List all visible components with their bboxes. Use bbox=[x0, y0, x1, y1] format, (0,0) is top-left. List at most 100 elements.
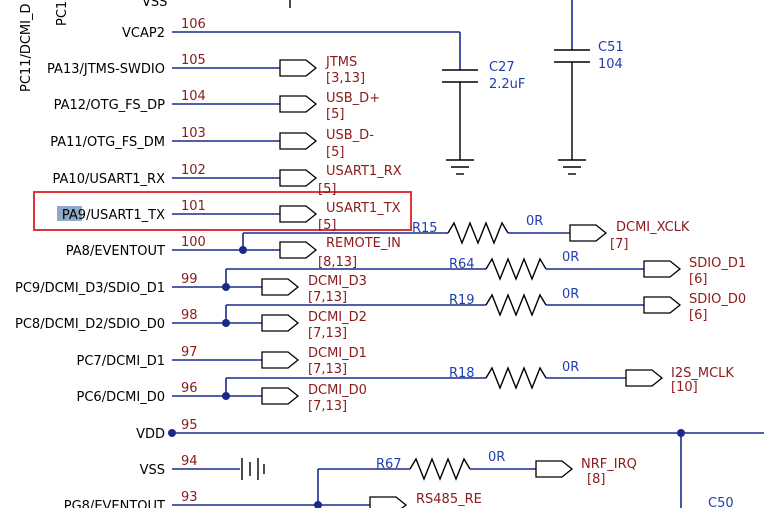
flag-dcmi-d1[interactable]: DCMI_D1 [7,13] bbox=[261, 346, 367, 377]
flag-ref: [7] bbox=[610, 237, 628, 252]
capacitor-value: 104 bbox=[598, 57, 623, 72]
resistor-value: 0R bbox=[562, 250, 579, 265]
resistor-r67[interactable]: R67 0R bbox=[376, 450, 536, 481]
flag-nrf-irq[interactable]: NRF_IRQ [8] bbox=[535, 457, 637, 487]
resistor-ref: R64 bbox=[449, 257, 475, 272]
pin-number: 105 bbox=[181, 53, 206, 68]
resistor-ref: R67 bbox=[376, 457, 402, 472]
flag-ref: [6] bbox=[689, 308, 707, 323]
flag-name: SDIO_D1 bbox=[689, 256, 746, 271]
resistor-r15[interactable]: R15 0R bbox=[412, 214, 570, 245]
pin-row-pg8[interactable]: PG8/EVENTOUT 93 bbox=[64, 490, 370, 508]
flag-name: DCMI_D2 bbox=[308, 310, 367, 325]
resistor-value: 0R bbox=[562, 360, 579, 375]
flag-name: USB_D- bbox=[326, 128, 374, 143]
flag-remote-in[interactable]: REMOTE_IN [8,13] bbox=[279, 236, 401, 270]
capacitor-c50[interactable]: C50 bbox=[680, 433, 734, 508]
capacitor-c51[interactable]: C51 104 bbox=[554, 0, 624, 175]
resistor-r19[interactable]: R19 0R bbox=[449, 287, 644, 317]
pin-label: PA10/USART1_RX bbox=[53, 172, 166, 187]
pin-number: 103 bbox=[181, 126, 206, 141]
pin-row-pa12[interactable]: PA12/OTG_FS_DP 104 bbox=[54, 89, 280, 113]
pin-label: PA9/USART1_TX bbox=[62, 208, 165, 223]
vss-ground-symbol bbox=[241, 458, 265, 480]
pin-label: PA12/OTG_FS_DP bbox=[54, 98, 166, 113]
flag-name: JTMS bbox=[325, 55, 357, 70]
capacitor-ref: C27 bbox=[489, 60, 515, 75]
pin-number: 94 bbox=[181, 454, 198, 469]
pin-row-vcap2[interactable]: VCAP2 106 bbox=[122, 17, 206, 41]
resistor-r64[interactable]: R64 0R bbox=[449, 250, 644, 281]
flag-ref: [3,13] bbox=[326, 71, 365, 86]
flag-dcmi-d0[interactable]: DCMI_D0 [7,13] bbox=[261, 383, 367, 414]
resistor-r18[interactable]: R18 0R bbox=[449, 360, 626, 390]
resistor-value: 0R bbox=[488, 450, 505, 465]
pin-number: 102 bbox=[181, 163, 206, 178]
junction-dots bbox=[168, 246, 685, 508]
flag-usart1-tx[interactable]: USART1_TX [5] bbox=[279, 201, 401, 233]
pin-number: 97 bbox=[181, 345, 198, 360]
pin-row-pc7[interactable]: PC7/DCMI_D1 97 bbox=[77, 345, 263, 369]
pin-row-pc6[interactable]: PC6/DCMI_D0 96 bbox=[77, 381, 263, 405]
flag-dcmi-xclk[interactable]: DCMI_XCLK [7] bbox=[569, 220, 690, 252]
pin-label-highlight: PA9 bbox=[62, 208, 86, 223]
pin-number: 100 bbox=[181, 235, 206, 250]
pin-row-pc9[interactable]: PC9/DCMI_D3/SDIO_D1 99 bbox=[15, 272, 262, 296]
pin-number: 96 bbox=[181, 381, 198, 396]
capacitor-c27[interactable]: C27 2.2uF bbox=[442, 32, 525, 175]
flag-name: DCMI_D0 bbox=[308, 383, 367, 398]
rotated-pin-label: PC11/DCMI_D bbox=[19, 4, 34, 93]
pin-label: PA13/JTMS-SWDIO bbox=[47, 62, 165, 77]
flag-i2s-mclk[interactable]: I2S_MCLK [10] bbox=[625, 366, 734, 395]
pin-number: 98 bbox=[181, 308, 198, 323]
flag-usart1-rx[interactable]: USART1_RX [5] bbox=[279, 164, 402, 197]
flag-name: RS485_RE bbox=[416, 492, 482, 507]
pin-row-pa10[interactable]: PA10/USART1_RX 102 bbox=[53, 163, 280, 187]
flag-name: DCMI_D3 bbox=[308, 274, 367, 289]
pin-label: PA11/OTG_FS_DM bbox=[50, 135, 165, 150]
flag-ref: [8,13] bbox=[318, 255, 357, 270]
pin-label: VDD bbox=[136, 427, 165, 442]
pin-row-vdd[interactable]: VDD 95 bbox=[136, 418, 764, 442]
flag-name: DCMI_XCLK bbox=[616, 220, 690, 235]
pin-number: 106 bbox=[181, 17, 206, 32]
pin-label: PG8/EVENTOUT bbox=[64, 499, 165, 508]
capacitor-ref: C51 bbox=[598, 40, 624, 55]
pin-row-vss[interactable]: VSS 94 bbox=[140, 454, 240, 478]
pin-label-rest: /USART1_TX bbox=[86, 208, 165, 223]
flag-dcmi-d2[interactable]: DCMI_D2 [7,13] bbox=[261, 310, 367, 341]
flag-usb-dp[interactable]: USB_D+ [5] bbox=[279, 91, 380, 122]
flag-jtms[interactable]: JTMS [3,13] bbox=[279, 55, 365, 86]
pin-row-pa13[interactable]: PA13/JTMS-SWDIO 105 bbox=[47, 53, 280, 77]
resistor-ref: R18 bbox=[449, 366, 475, 381]
flag-name: USART1_RX bbox=[326, 164, 402, 179]
flag-sdio-d0[interactable]: SDIO_D0 [6] bbox=[643, 292, 746, 323]
top-vss-label: VSS bbox=[142, 0, 167, 10]
flag-name: SDIO_D0 bbox=[689, 292, 746, 307]
pin-label: PC7/DCMI_D1 bbox=[77, 354, 166, 369]
flag-ref: [5] bbox=[326, 145, 344, 160]
flag-usb-dm[interactable]: USB_D- [5] bbox=[279, 128, 374, 160]
flag-ref: [7,13] bbox=[308, 362, 347, 377]
flag-name: DCMI_D1 bbox=[308, 346, 367, 361]
pin-row-pa9[interactable]: PA9/USART1_TX 101 bbox=[57, 199, 280, 223]
flag-ref: [5] bbox=[318, 218, 336, 233]
pin-row-pa11[interactable]: PA11/OTG_FS_DM 103 bbox=[50, 126, 280, 150]
flag-name: USB_D+ bbox=[326, 91, 380, 106]
pin-row-pc8[interactable]: PC8/DCMI_D2/SDIO_D0 98 bbox=[15, 308, 262, 332]
pin-number: 101 bbox=[181, 199, 206, 214]
pin-number: 95 bbox=[181, 418, 198, 433]
pin-label: PC9/DCMI_D3/SDIO_D1 bbox=[15, 281, 165, 296]
flag-dcmi-d3[interactable]: DCMI_D3 [7,13] bbox=[261, 274, 367, 305]
flag-name: USART1_TX bbox=[326, 201, 401, 216]
resistor-value: 0R bbox=[526, 214, 543, 229]
flag-ref: [7,13] bbox=[308, 326, 347, 341]
flag-rs485-re[interactable]: RS485_RE bbox=[369, 492, 482, 508]
flag-sdio-d1[interactable]: SDIO_D1 [6] bbox=[643, 256, 746, 287]
flag-ref: [5] bbox=[326, 107, 344, 122]
flag-name: REMOTE_IN bbox=[326, 236, 401, 251]
pin-row-pa8[interactable]: PA8/EVENTOUT 100 bbox=[66, 235, 280, 259]
flag-ref: [7,13] bbox=[308, 399, 347, 414]
pin-number: 93 bbox=[181, 490, 198, 505]
flag-ref: [6] bbox=[689, 272, 707, 287]
